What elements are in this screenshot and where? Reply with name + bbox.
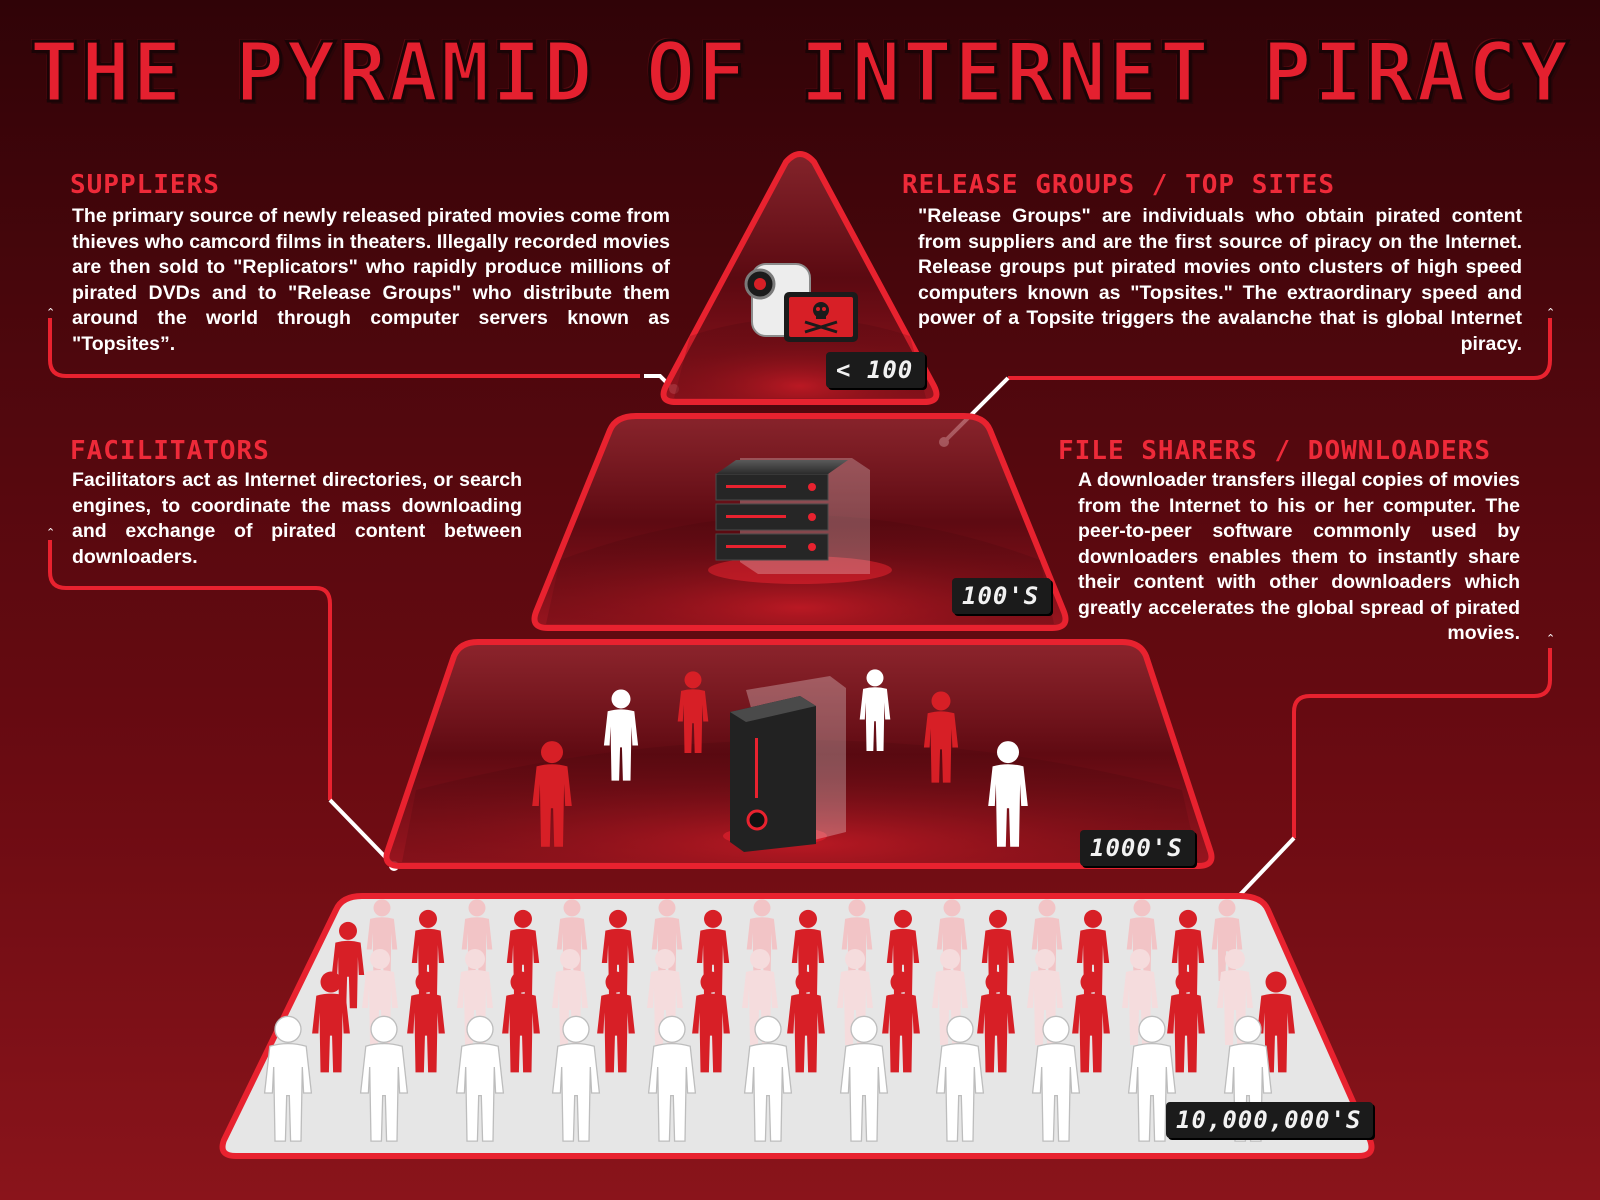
facilitators-heading: FACILITATORS xyxy=(70,436,270,466)
suppliers-heading: SUPPLIERS xyxy=(70,170,220,200)
tier-count-downloaders: 10,000,000'S xyxy=(1166,1102,1374,1138)
chevron-up-icon: ⌃ xyxy=(46,526,56,539)
suppliers-text: The primary source of newly released pir… xyxy=(72,205,670,355)
skull-crossbones-icon xyxy=(804,302,838,334)
facilitators-text: Facilitators act as Internet directories… xyxy=(72,469,522,568)
tower-server-icon xyxy=(723,676,846,852)
file-sharers-heading: FILE SHARERS / DOWNLOADERS xyxy=(1058,436,1491,466)
release-groups-connector xyxy=(1008,318,1552,380)
release-groups-heading: RELEASE GROUPS / TOP SITES xyxy=(902,170,1335,200)
tier-count-release-groups: 100'S xyxy=(952,578,1052,614)
page-title: THE PYRAMID OF INTERNET PIRACY xyxy=(28,25,1571,123)
release-groups-text: "Release Groups" are individuals who obt… xyxy=(918,205,1522,355)
tier-count-suppliers: < 100 xyxy=(826,352,926,388)
chevron-up-icon: ⌃ xyxy=(1546,306,1556,319)
file-sharers-connector xyxy=(1292,648,1552,838)
tier-count-facilitators: 1000'S xyxy=(1080,830,1195,866)
server-stack-icon xyxy=(708,458,892,584)
file-sharers-text: A downloader transfers illegal copies of… xyxy=(1078,469,1520,644)
chevron-up-icon: ⌃ xyxy=(1546,632,1556,645)
facilitators-connector xyxy=(48,540,332,800)
chevron-up-icon: ⌃ xyxy=(46,306,56,319)
suppliers-connector xyxy=(48,318,640,378)
